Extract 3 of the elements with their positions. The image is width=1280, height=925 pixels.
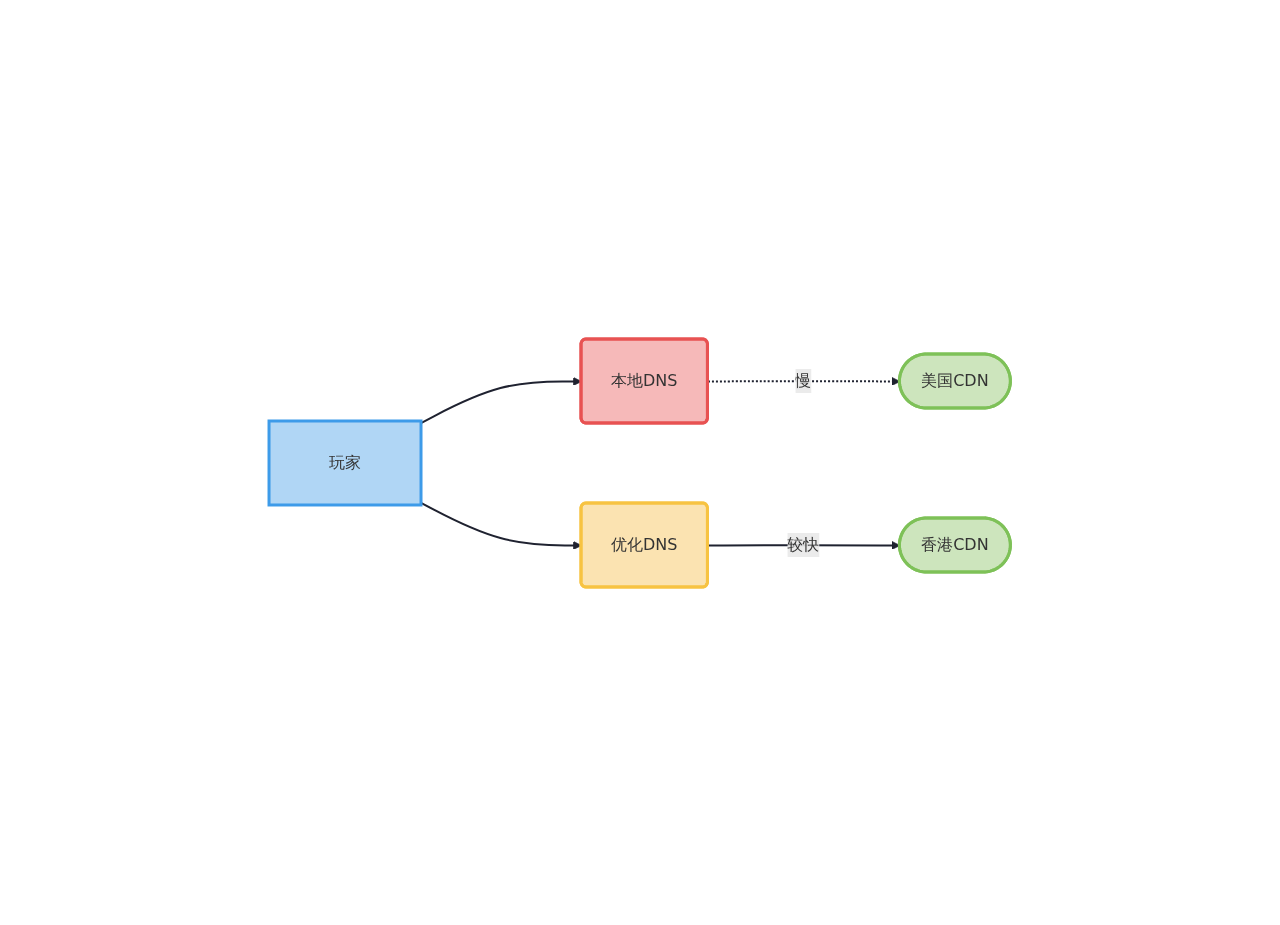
node-box: 玩家 [267, 419, 423, 506]
edge-label: 慢 [795, 370, 812, 390]
edge-label: 较快 [787, 534, 820, 554]
